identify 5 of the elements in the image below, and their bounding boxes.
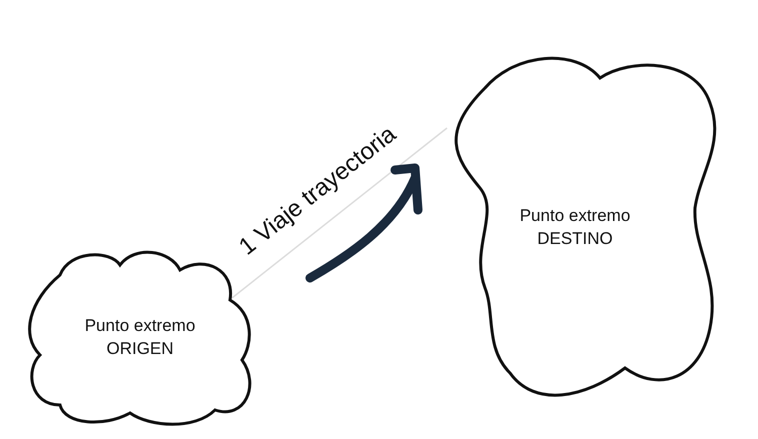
node-text: Punto extremo <box>520 205 630 228</box>
connector-line <box>232 127 448 299</box>
node-text: Punto extremo <box>84 314 196 337</box>
node-text: ORIGEN <box>106 338 174 360</box>
node-text: DESTINO <box>537 228 613 250</box>
